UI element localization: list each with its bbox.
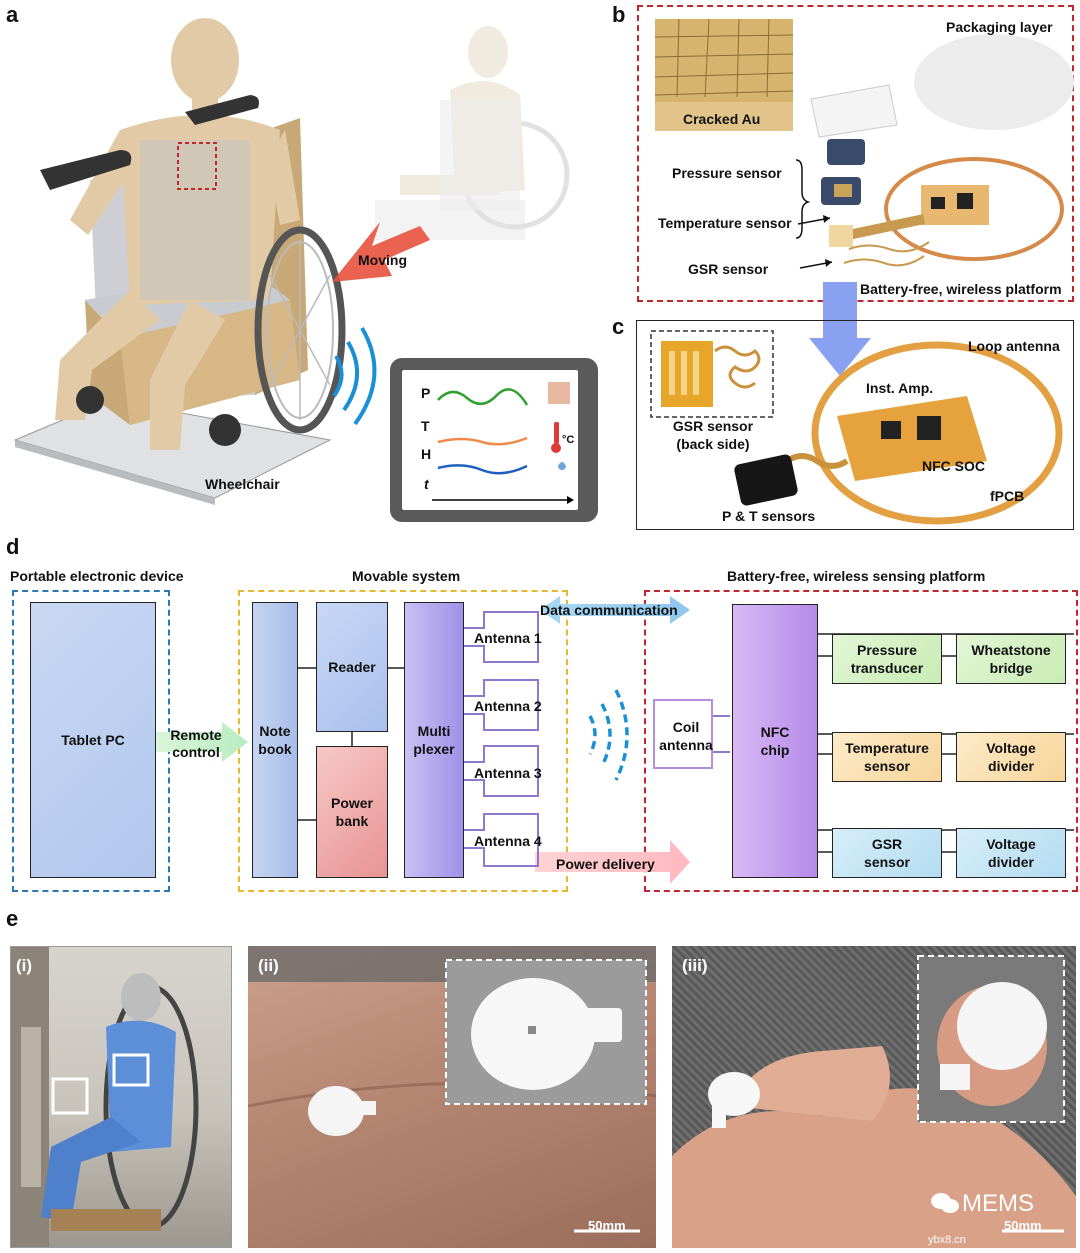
scale-bar-label-iii: 50mm <box>1004 1218 1042 1233</box>
antenna-1-label: Antenna 1 <box>474 630 542 646</box>
tablet-device <box>390 358 598 522</box>
photo-patient-wheelchair <box>10 946 232 1248</box>
sensing-platform-title: Battery-free, wireless sensing platform <box>727 568 986 584</box>
antenna-3-label: Antenna 3 <box>474 765 542 781</box>
panel-label-e: e <box>6 906 19 931</box>
panel-label-b: b <box>612 2 626 27</box>
photo-sensor-on-heel <box>672 946 1076 1248</box>
cracked-au-label: Cracked Au <box>683 111 761 127</box>
photo-ii-label: (ii) <box>258 956 279 975</box>
pt-sensors-label: P & T sensors <box>722 508 816 524</box>
panel-label-c: c <box>612 314 625 339</box>
antenna-4-label: Antenna 4 <box>474 833 542 849</box>
loop-antenna-label: Loop antenna <box>968 338 1060 354</box>
tablet-row-h: H <box>421 446 432 462</box>
photo-sensor-on-thigh <box>248 946 656 1248</box>
portable-device-title: Portable electronic device <box>10 568 184 584</box>
nfc-soc-label: NFC SOC <box>922 458 985 474</box>
fpcb-label: fPCB <box>990 488 1025 504</box>
watermark-mems: MEMS <box>962 1190 1034 1217</box>
movable-system-title: Movable system <box>352 568 461 584</box>
inst-amp-label: Inst. Amp. <box>866 380 934 396</box>
wechat-icon <box>930 1192 960 1214</box>
tablet-screen <box>402 370 578 510</box>
packaging-layer-label: Packaging layer <box>946 19 1053 35</box>
panel-c-frame <box>636 320 1074 530</box>
panel-label-a: a <box>6 2 19 27</box>
gsr-back-side-label-2: (back side) <box>676 436 750 452</box>
gsr-back-side-label-1: GSR sensor <box>672 418 754 434</box>
panel-a-illustration <box>0 0 620 530</box>
tablet-pc-box: Tablet PC <box>30 602 156 878</box>
reader-box: Reader <box>316 602 388 732</box>
gsr-sensor-label-b: GSR sensor <box>688 261 769 277</box>
tablet-row-t: T <box>421 418 430 434</box>
panel-b-frame <box>637 5 1074 302</box>
temperature-sensor-label: Temperature sensor <box>658 215 792 231</box>
tablet-unit: °C <box>562 434 575 446</box>
panel-b-pointers <box>795 159 833 269</box>
moving-label: Moving <box>358 252 407 268</box>
photo-iii-label: (iii) <box>682 956 708 975</box>
scale-bar-label-ii: 50mm <box>588 1218 626 1233</box>
watermark-site: ybx8.cn <box>928 1234 966 1246</box>
power-delivery-label: Power delivery <box>556 856 655 872</box>
tablet-time-axis: t <box>424 476 429 492</box>
wireless-platform-label: Battery-free, wireless platform <box>860 281 1062 297</box>
wheelchair-label: Wheelchair <box>205 476 280 492</box>
photo-i-label: (i) <box>16 956 33 975</box>
panel-b-to-c-arrow <box>809 282 871 376</box>
tablet-row-p: P <box>421 385 431 401</box>
antenna-2-label: Antenna 2 <box>474 698 542 714</box>
data-communication-label: Data communication <box>540 602 678 618</box>
pressure-sensor-label: Pressure sensor <box>672 165 782 181</box>
panel-label-d: d <box>6 534 20 559</box>
sensing-platform-frame <box>644 590 1078 892</box>
